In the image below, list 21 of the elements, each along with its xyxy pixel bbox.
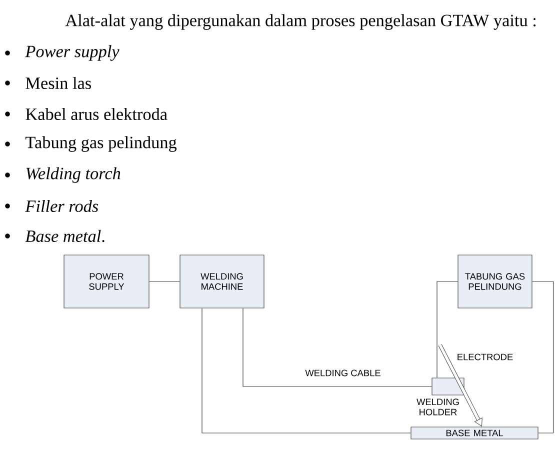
component-box: TABUNG GAS PELINDUNG xyxy=(458,254,532,308)
connector-line xyxy=(149,281,180,282)
component-box: WELDING MACHINE xyxy=(180,254,264,308)
edge-label: ELECTRODE xyxy=(456,352,514,362)
list-item-text: Mesin las xyxy=(26,76,91,90)
component-box: POWER SUPPLY xyxy=(64,254,150,308)
connector-line xyxy=(242,308,432,387)
connector-line xyxy=(436,281,458,378)
plate-bar: BASE METAL xyxy=(410,426,538,440)
list-item-text: Kabel arus elektroda xyxy=(26,108,168,120)
list-item-text: Power supply xyxy=(25,45,120,61)
edge-label: WELDING CABLE xyxy=(304,368,382,378)
caption-text: WELDING HOLDER xyxy=(416,398,459,416)
connector-line xyxy=(532,281,554,434)
list-item-text: Base metal. xyxy=(25,230,104,242)
list-item-text: Tabung gas pelindung xyxy=(26,136,177,152)
paragraph: Alat-alat yang dipergunakan dalam proses pengelasan GTAW yaitu : xyxy=(65,14,536,30)
list-item-text: Welding torch xyxy=(26,167,120,183)
list-item-text: Filler rods xyxy=(25,200,98,212)
hollow-arrow xyxy=(438,344,482,426)
connector-line xyxy=(202,308,411,434)
